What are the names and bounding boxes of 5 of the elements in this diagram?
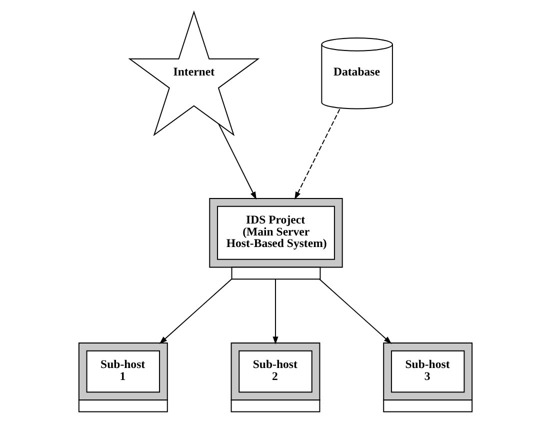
- arrow: [272, 278, 278, 344]
- arrow: [218, 123, 256, 200]
- arrow: [319, 278, 392, 344]
- arrow: [294, 108, 340, 200]
- arrow: [159, 278, 232, 344]
